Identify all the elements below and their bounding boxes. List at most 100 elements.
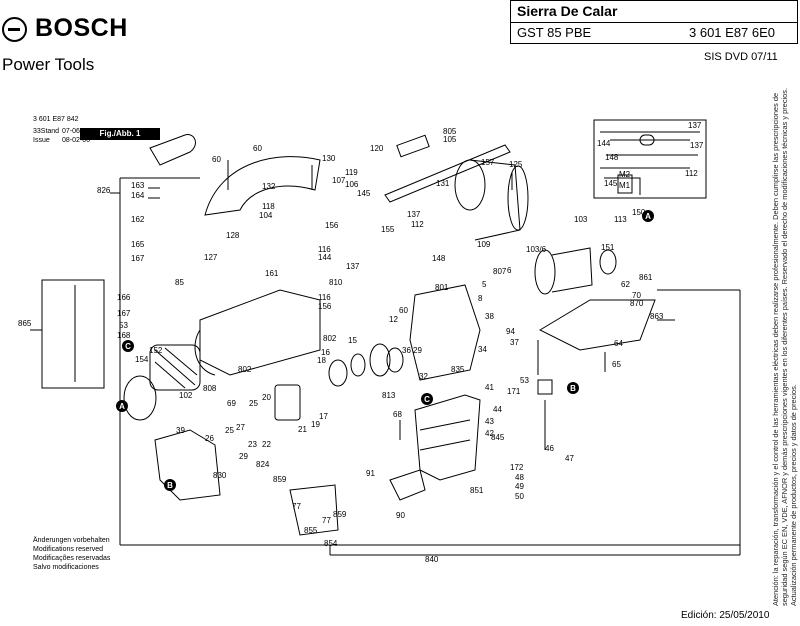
part-callout: 801	[435, 283, 449, 292]
figure-reference: Fig./Abb. 1	[80, 128, 160, 140]
part-callout: 18	[317, 356, 326, 365]
wiring-label: 112	[685, 169, 698, 178]
part-callout: 137	[407, 210, 421, 219]
part-callout: 77	[322, 516, 331, 525]
part-callout: 148	[432, 254, 446, 263]
legal-note-vertical: Atención: la reparación, transformación …	[771, 87, 798, 606]
stand-label: 33Stand	[33, 128, 60, 135]
issue-label: Issue	[33, 137, 50, 144]
part-callout: 826	[97, 186, 111, 195]
part-number: 3 601 E87 6E0	[689, 25, 776, 40]
part-callout: 802	[323, 334, 337, 343]
part-callout: 17	[319, 412, 328, 421]
part-callout: 171	[507, 387, 521, 396]
part-callout: 854	[324, 539, 338, 548]
part-callout: 813	[382, 391, 396, 400]
part-callout: 15	[348, 336, 357, 345]
part-callout: 810	[329, 278, 343, 287]
part-callout: 102	[179, 391, 193, 400]
part-callout: 845	[491, 433, 505, 442]
part-callout: 157	[481, 158, 495, 167]
part-callout: 5	[482, 280, 487, 289]
part-callout: 830	[213, 471, 227, 480]
part-callout: 859	[333, 510, 347, 519]
part-callout: 65	[612, 360, 621, 369]
part-callout: 42	[485, 429, 494, 438]
part-callout: 16	[321, 348, 330, 357]
part-callout: 172	[510, 463, 524, 472]
modifications-notice: Änderungen vorbehalten Modifications res…	[33, 536, 110, 572]
part-callout: 46	[545, 444, 554, 453]
part-callout: 127	[204, 253, 218, 262]
connector-marker-letter: C	[424, 395, 430, 404]
part-callout: 824	[256, 460, 270, 469]
wiring-label: 144	[597, 139, 611, 148]
connector-marker: A	[642, 210, 654, 222]
part-callout: 154	[135, 355, 149, 364]
part-callout: 120	[370, 144, 384, 153]
part-callout: 855	[304, 526, 318, 535]
edition-date: Edición: 25/05/2010	[681, 610, 770, 621]
part-callout: 167	[117, 309, 131, 318]
part-callout: 859	[273, 475, 287, 484]
part-callout: 105	[443, 135, 457, 144]
part-callout: 151	[601, 243, 615, 252]
part-callout: 43	[485, 417, 494, 426]
wiring-label: 137	[690, 141, 704, 150]
wiring-label: 137	[688, 121, 702, 130]
part-callout: 60	[399, 306, 408, 315]
part-callout: 807	[493, 267, 507, 276]
wiring-label: 145	[604, 179, 618, 188]
part-callout: 25	[249, 399, 258, 408]
model-name: GST 85 PBE	[517, 25, 592, 40]
part-callout: 103	[574, 215, 588, 224]
mod-line: Modificações reservadas	[33, 555, 111, 562]
part-callout: 168	[117, 331, 131, 340]
part-callout: 164	[131, 191, 145, 200]
bosch-logo-icon	[2, 17, 27, 42]
part-callout: 20	[262, 393, 271, 402]
part-callout: 12	[389, 315, 398, 324]
part-callout: 22	[262, 440, 271, 449]
doc-number: 3 601 E87 842	[33, 116, 79, 123]
part-callout: 128	[226, 231, 240, 240]
part-callout: 166	[117, 293, 131, 302]
part-callout: 145	[357, 189, 371, 198]
part-callout: 155	[381, 225, 395, 234]
part-callout: 870	[630, 299, 644, 308]
connector-marker: A	[116, 400, 128, 412]
part-callout: 116	[318, 293, 331, 302]
part-callout: 69	[227, 399, 236, 408]
part-callout: 861	[639, 273, 653, 282]
part-callout: 44	[493, 405, 502, 414]
part-callout: 94	[506, 327, 515, 336]
connector-marker-letter: B	[167, 481, 173, 490]
part-callout: 163	[131, 181, 145, 190]
wiring-label: M1	[619, 181, 631, 190]
part-callout: 62	[621, 280, 630, 289]
part-callout: 156	[325, 221, 339, 230]
part-callout: 130	[322, 154, 336, 163]
part-callout: 167	[131, 254, 145, 263]
part-callout: 38	[485, 312, 494, 321]
part-callout: 851	[470, 486, 484, 495]
part-callout: 68	[393, 410, 402, 419]
part-callout: 25	[225, 426, 234, 435]
connector-marker: C	[122, 340, 134, 352]
connector-marker-letter: A	[645, 212, 651, 221]
part-callout: 156	[318, 302, 332, 311]
issue-date: 08-02-06	[62, 137, 91, 144]
mod-line: Salvo modificaciones	[33, 564, 99, 571]
part-callout: 41	[485, 383, 494, 392]
subbrand: Power Tools	[2, 55, 95, 74]
part-callout: 118	[262, 202, 275, 211]
part-callout: 64	[614, 339, 623, 348]
part-callout: 91	[366, 469, 375, 478]
part-callout: 60	[212, 155, 221, 164]
part-callout: 150	[632, 208, 646, 217]
part-callout: 53	[520, 376, 529, 385]
part-callout: 137	[346, 262, 360, 271]
wiring-label: 148	[605, 153, 619, 162]
part-callout: 144	[318, 253, 332, 262]
part-callout: 805	[443, 127, 457, 136]
